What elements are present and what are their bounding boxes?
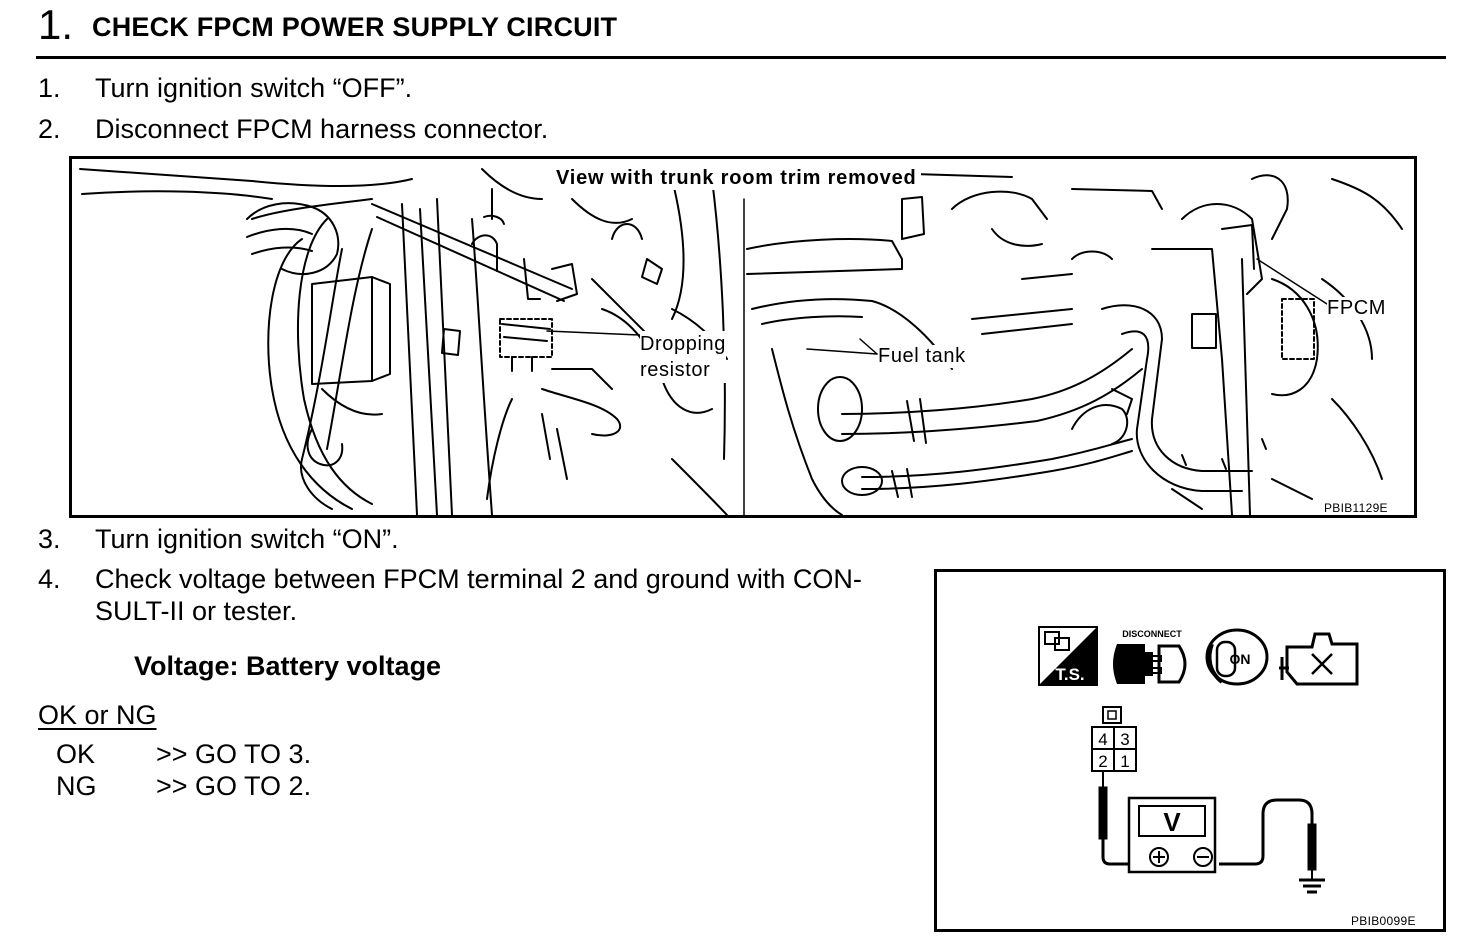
engine-icon <box>1279 632 1359 686</box>
step-title: CHECK FPCM POWER SUPPLY CIRCUIT <box>92 12 618 42</box>
instruction-2-text: Disconnect FPCM harness connector. <box>95 114 549 144</box>
figure1-caption: View with trunk room trim removed <box>552 167 921 190</box>
voltage-check-diagram: T.S. DISCONNECT ON <box>1038 626 1359 894</box>
instruction-1-number: 1. <box>38 73 61 103</box>
disconnect-icon: DISCONNECT <box>1113 629 1187 684</box>
instruction-2-number: 2. <box>38 114 61 144</box>
instruction-3-text: Turn ignition switch “ON”. <box>95 524 399 554</box>
terminal-3: 3 <box>1120 730 1129 749</box>
ignition-on-icon: ON <box>1205 628 1269 686</box>
terminal-1: 1 <box>1120 752 1129 771</box>
ts-icon: T.S. <box>1038 626 1098 686</box>
voltmeter: V <box>1127 796 1217 874</box>
disconnect-icon-text: DISCONNECT <box>1122 629 1182 639</box>
ok-action: >> GO TO 3. <box>156 739 312 769</box>
instruction-4-line1: Check voltage between FPCM terminal 2 an… <box>95 564 862 594</box>
fuel-tank-label: Fuel tank <box>878 345 966 368</box>
fpcm-location-figure: View with trunk room trim removed Droppi… <box>69 156 1417 518</box>
step-number: 1. <box>38 1 74 48</box>
ok-label: OK <box>56 739 96 769</box>
figure1-code: PBIB1129E <box>1324 501 1388 515</box>
instruction-4-number: 4. <box>38 564 61 594</box>
dropping-resistor-label-line2: resistor <box>640 359 711 381</box>
ignition-on-text: ON <box>1230 651 1251 667</box>
fpcm-connector: 4 3 2 1 <box>1091 706 1137 772</box>
fpcm-label: FPCM <box>1327 297 1387 320</box>
instruction-4-line2: SULT-II or tester. <box>95 596 298 626</box>
dropping-resistor-label-line1: Dropping <box>640 333 726 355</box>
ts-icon-text: T.S. <box>1055 665 1084 684</box>
terminal-4: 4 <box>1098 730 1107 749</box>
instruction-3-number: 3. <box>38 524 61 554</box>
heading-rule <box>36 56 1446 59</box>
terminal-2: 2 <box>1098 752 1107 771</box>
instruction-1-text: Turn ignition switch “OFF”. <box>95 73 413 103</box>
voltage-spec: Voltage: Battery voltage <box>134 651 442 681</box>
voltage-check-figure: T.S. DISCONNECT ON <box>934 569 1446 932</box>
ng-label: NG <box>56 771 97 801</box>
ng-action: >> GO TO 2. <box>156 771 312 801</box>
result-heading: OK or NG <box>38 700 157 730</box>
test-leads <box>1098 771 1325 894</box>
location-illustration <box>79 168 1403 515</box>
voltmeter-label: V <box>1163 807 1181 837</box>
dropping-resistor-label: Dropping resistor <box>640 331 726 383</box>
figure2-code: PBIB0099E <box>1351 914 1416 928</box>
